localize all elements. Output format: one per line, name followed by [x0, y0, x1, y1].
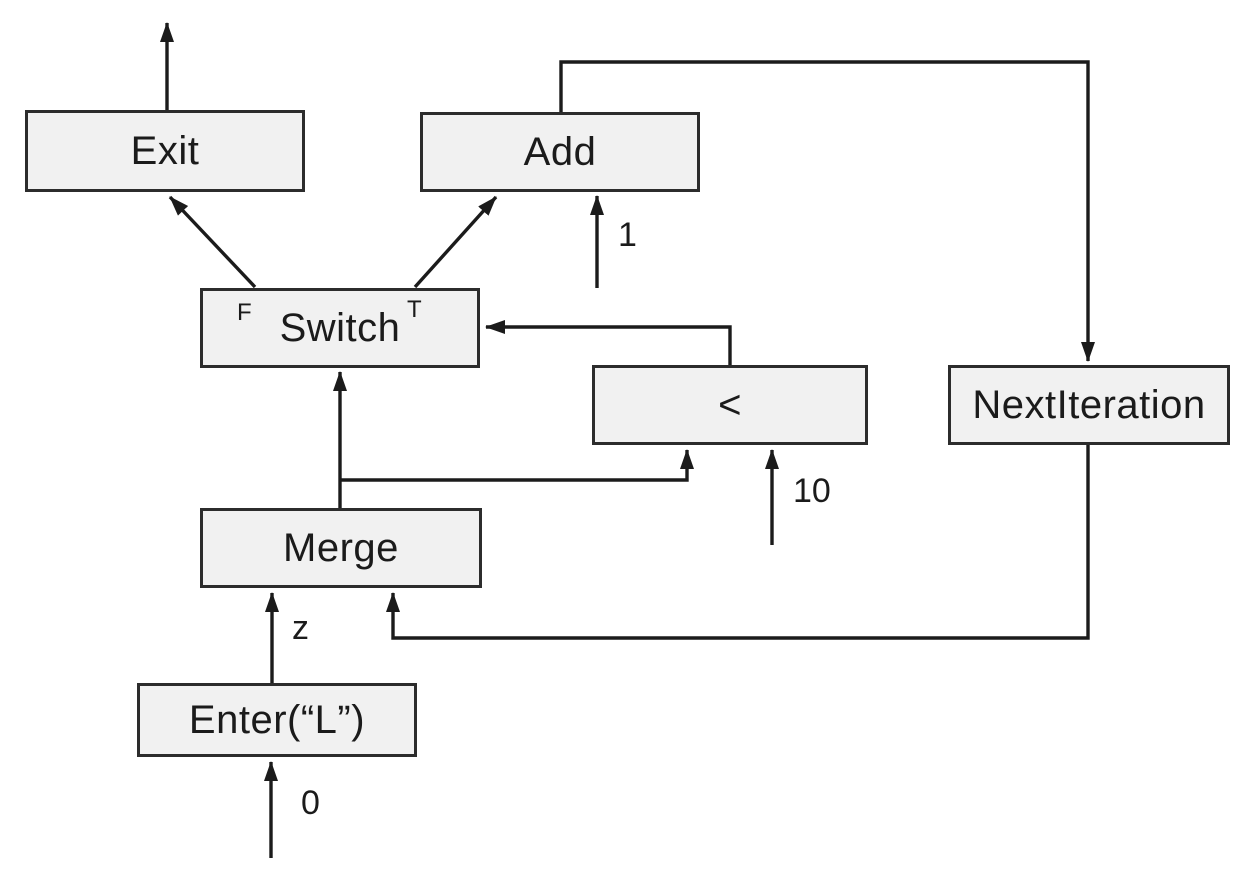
node-merge-label: Merge — [283, 526, 399, 570]
edge-switch-true-to-add — [413, 195, 498, 289]
node-enter: Enter(“L”) — [137, 683, 417, 757]
edge-label-constant-1: 1 — [618, 216, 637, 254]
edge-merge-to-less — [340, 449, 694, 482]
edge-label-constant-10: 10 — [793, 472, 831, 510]
node-add-label: Add — [523, 130, 597, 174]
node-next-iteration: NextIteration — [948, 365, 1230, 445]
node-exit: Exit — [25, 110, 305, 192]
edge-label-variable-z: z — [292, 609, 309, 647]
node-merge: Merge — [200, 508, 482, 588]
edge-less-to-switch — [485, 320, 732, 367]
node-switch: F Switch T — [200, 288, 480, 368]
node-less-than-label: < — [718, 383, 742, 427]
node-add: Add — [420, 112, 700, 192]
switch-port-true-label: T — [407, 296, 423, 323]
node-next-iteration-label: NextIteration — [972, 383, 1206, 427]
edge-next-iteration-to-merge — [386, 445, 1090, 640]
edge-switch-false-to-exit — [168, 195, 257, 289]
node-enter-label: Enter(“L”) — [188, 698, 366, 742]
node-less-than: < — [592, 365, 868, 445]
switch-port-false-label: F — [237, 299, 253, 326]
node-switch-label: Switch — [279, 306, 401, 350]
node-exit-label: Exit — [130, 129, 200, 173]
edge-add-to-next-iteration — [559, 60, 1095, 362]
edge-label-constant-0: 0 — [301, 784, 320, 822]
